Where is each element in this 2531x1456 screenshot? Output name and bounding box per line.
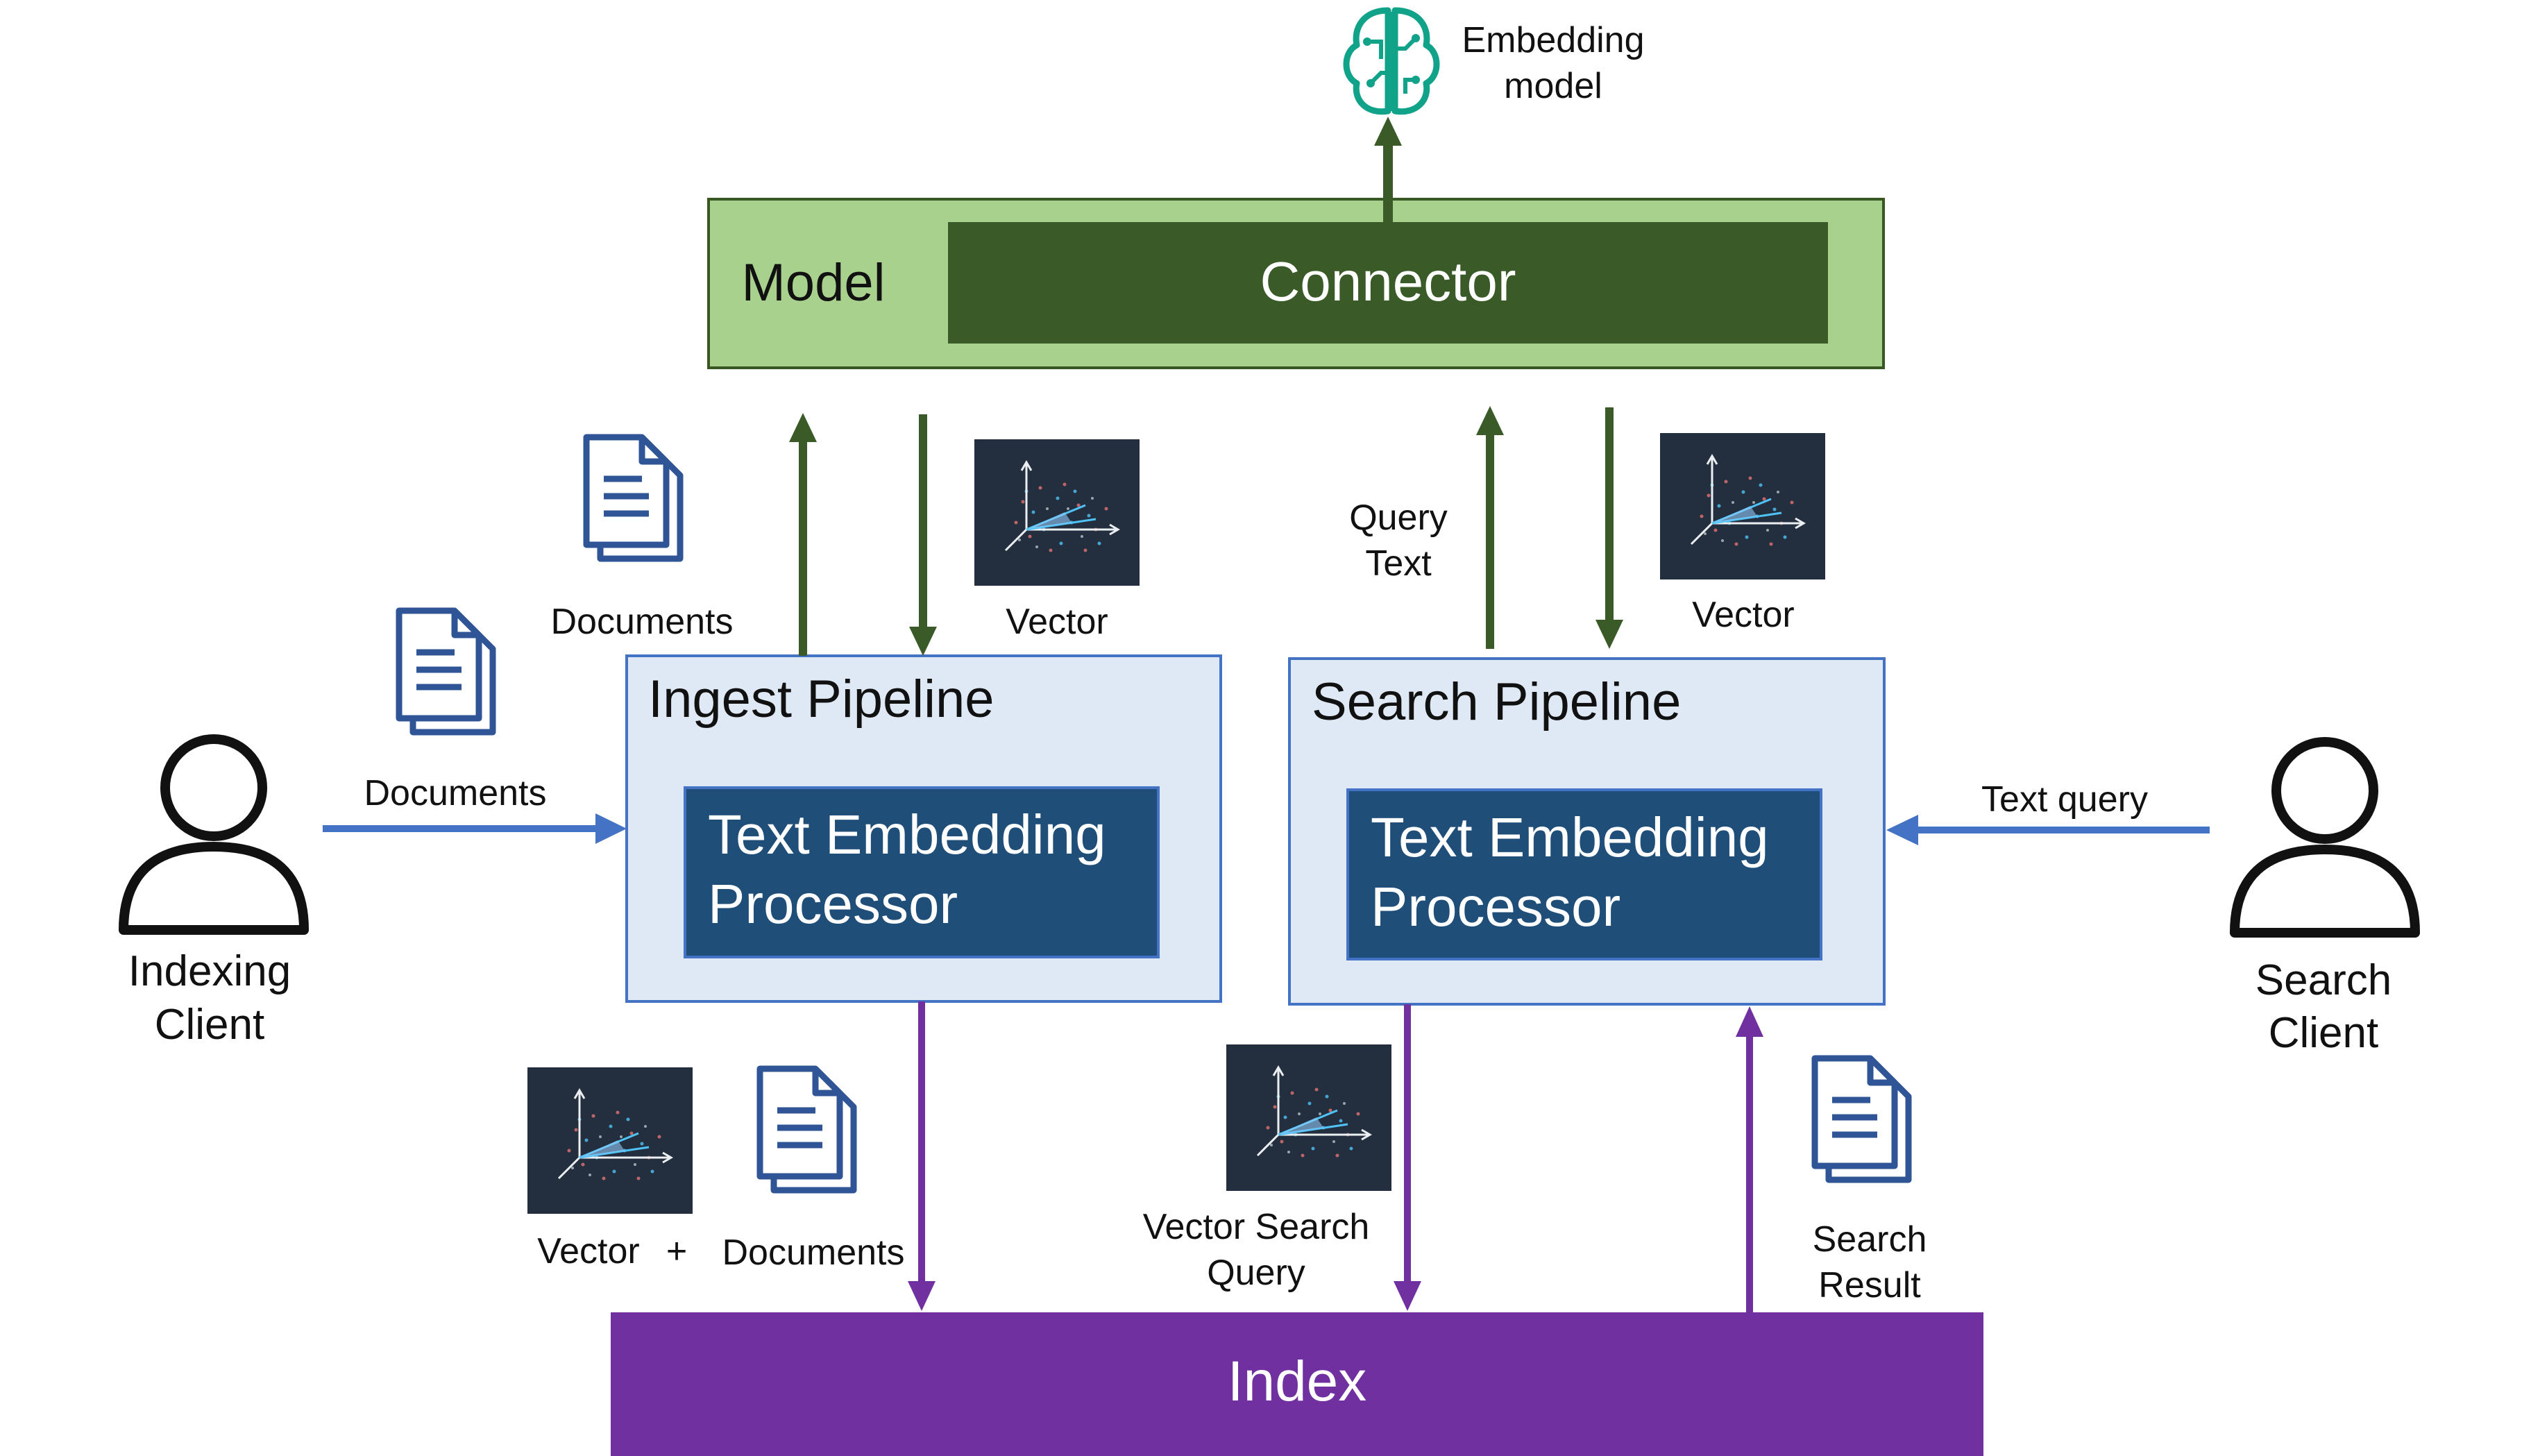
documents-left-label: Documents [364, 773, 547, 813]
indexing-client-label-1: Indexing [128, 947, 291, 995]
search-processor-label-1: Text Embedding [1371, 806, 1769, 868]
documents-bottom-label: Documents [722, 1233, 905, 1273]
search-client-label-2: Client [2269, 1009, 2379, 1057]
vector-icon [974, 439, 1140, 586]
vector-bottom-label: Vector [537, 1231, 639, 1271]
embedding-model-label-1: Embedding [1462, 20, 1644, 60]
search-result-label-1: Search [1813, 1219, 1927, 1260]
index-label: Index [1228, 1350, 1367, 1413]
document-icon [1815, 1058, 1908, 1180]
search-to-model-arrowhead [1476, 406, 1504, 435]
index-to-search-arrowhead [1736, 1006, 1763, 1037]
vector-icon [527, 1067, 693, 1214]
ingest-to-model-arrowhead [789, 413, 817, 442]
vector-search-query-label-1: Vector Search [1143, 1207, 1370, 1247]
document-icon [760, 1069, 854, 1190]
vector-ingest-label: Vector [1006, 602, 1108, 642]
ingest-pipeline-title: Ingest Pipeline [648, 670, 994, 729]
ingest-processor-label-1: Text Embedding [708, 804, 1106, 865]
indexing-client-icon [124, 739, 304, 930]
brain-circuit-icon [1343, 7, 1440, 115]
query-text-label-2: Text [1365, 543, 1432, 584]
model-to-ingest-arrowhead [909, 627, 937, 656]
vector-search-label: Vector [1692, 595, 1794, 635]
indexing-client-label-2: Client [155, 1001, 265, 1049]
connector-to-model-arrowhead [1374, 117, 1402, 146]
vector-search-query-label-2: Query [1207, 1253, 1305, 1293]
search-client-arrowhead [1886, 815, 1918, 845]
ingest-to-index-arrowhead [908, 1281, 936, 1311]
document-icon [586, 437, 680, 559]
ingest-processor-box [684, 786, 1160, 958]
vector-icon [1660, 433, 1825, 579]
search-processor-label-2: Processor [1371, 876, 1620, 938]
search-processor-box [1346, 788, 1822, 960]
search-to-index-arrowhead [1394, 1281, 1421, 1311]
search-client-icon [2235, 742, 2415, 933]
model-to-search-arrowhead [1595, 620, 1623, 649]
model-title: Model [742, 253, 886, 312]
connector-label: Connector [1260, 251, 1516, 312]
search-result-label-2: Result [1818, 1265, 1921, 1305]
documents-top-label: Documents [551, 602, 734, 642]
vector-icon [1226, 1044, 1391, 1191]
text-query-label: Text query [1981, 779, 2148, 820]
plus-label: + [666, 1231, 687, 1271]
ingest-processor-label-2: Processor [708, 873, 958, 935]
search-pipeline-title: Search Pipeline [1312, 672, 1681, 731]
connector-box [948, 222, 1828, 344]
query-text-label-1: Query [1349, 498, 1448, 538]
embedding-model-label-2: model [1504, 66, 1602, 106]
search-client-label-1: Search [2255, 956, 2392, 1004]
document-icon [399, 611, 493, 732]
index-box [611, 1312, 1983, 1456]
indexing-client-arrowhead [595, 813, 627, 844]
